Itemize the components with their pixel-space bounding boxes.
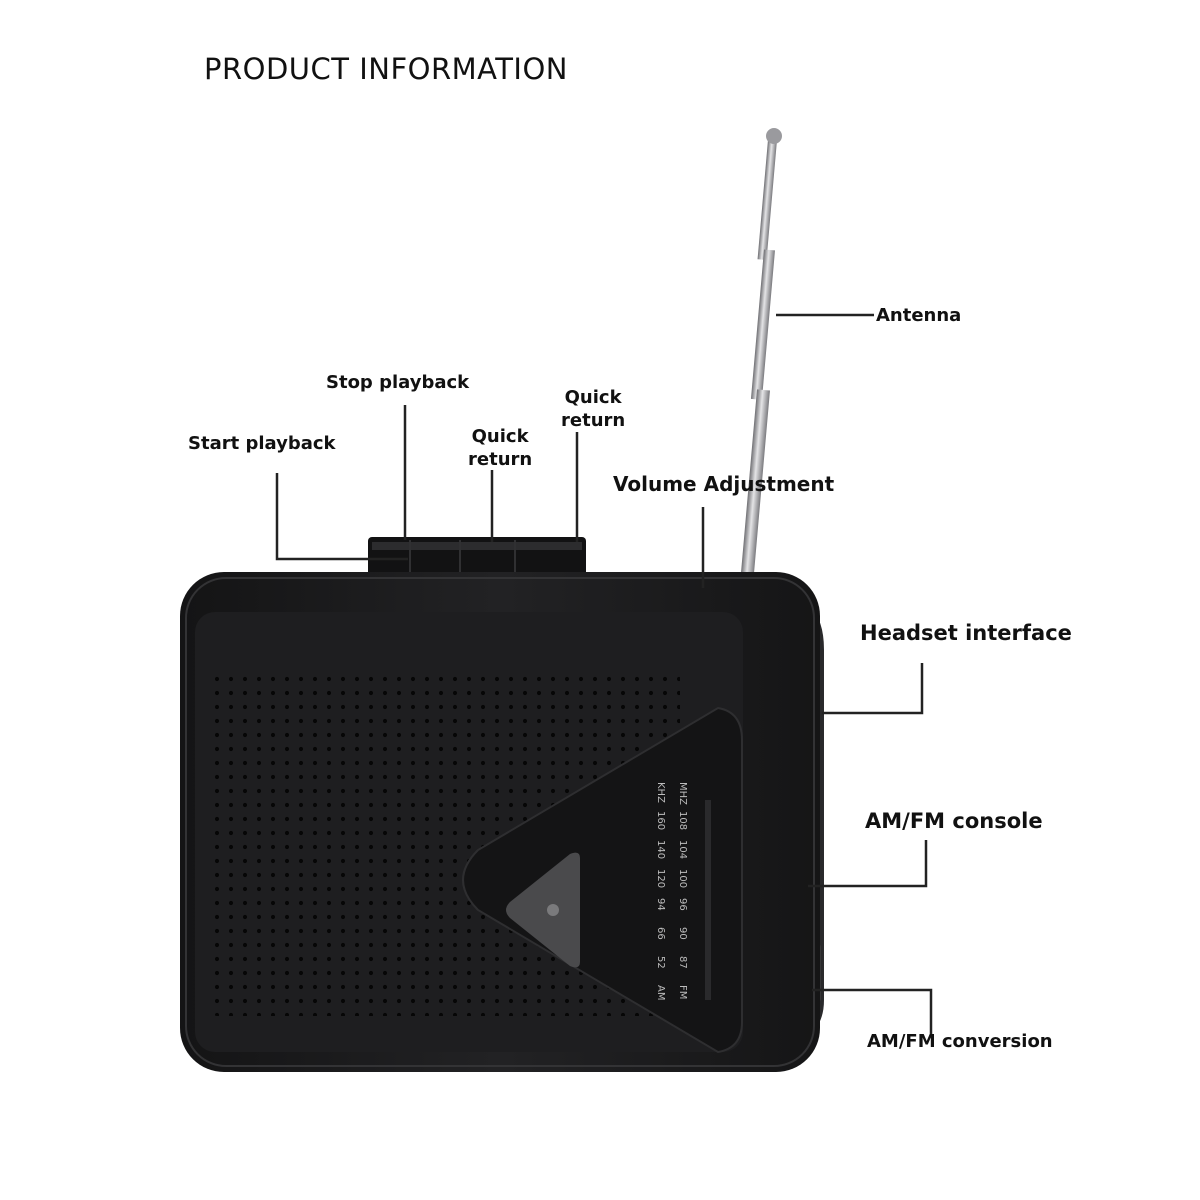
- dial-mark-fm-4: 96: [677, 898, 688, 911]
- eject-triangle: [506, 852, 580, 968]
- label-am-fm-console: AM/FM console: [865, 809, 1043, 833]
- label-quick-return-right: Quick return: [561, 387, 625, 432]
- logo-mark: [547, 904, 559, 916]
- dial-mark-am-6: 52: [655, 956, 666, 969]
- leader-headset: [822, 663, 924, 715]
- label-volume-adjustment: Volume Adjustment: [613, 472, 835, 496]
- antenna: [739, 128, 782, 595]
- leader-am-fm-console: [808, 840, 928, 888]
- dial-mark-fm-5: 90: [677, 927, 688, 940]
- label-quick-return-left-line1: Quick: [471, 426, 529, 447]
- dial-mark-fm-1: 108: [677, 811, 688, 830]
- dial-mark-am-2: 140: [655, 840, 666, 859]
- label-quick-return-left: Quick return: [468, 426, 532, 471]
- dial-mark-am-3: 120: [655, 869, 666, 888]
- label-start-playback: Start playback: [188, 433, 336, 454]
- dial-mark-am-4: 94: [655, 898, 666, 911]
- label-headset-interface: Headset interface: [860, 621, 1072, 645]
- dial-mark-fm-6: 87: [677, 956, 688, 969]
- dial-mark-fm-0: MHZ: [677, 782, 688, 805]
- leader-am-fm-conversion: [812, 988, 933, 1035]
- page-title: PRODUCT INFORMATION: [204, 52, 568, 86]
- label-antenna: Antenna: [876, 305, 962, 326]
- dial-mark-am-1: 160: [655, 811, 666, 830]
- label-am-fm-conversion: AM/FM conversion: [867, 1031, 1053, 1052]
- dial-mark-am-0: KHZ: [655, 782, 666, 803]
- label-stop-playback: Stop playback: [326, 372, 470, 393]
- leader-start-playback: [275, 473, 408, 561]
- dial-window: [705, 800, 711, 1000]
- label-quick-return-left-line2: return: [468, 448, 533, 470]
- dial-mark-fm-3: 100: [677, 869, 688, 888]
- dial-mark-fm-7: FM: [677, 985, 688, 999]
- tuning-dial-panel: [462, 706, 743, 1054]
- label-quick-return-right-line2: return: [561, 409, 626, 431]
- leader-lines: [275, 313, 933, 1035]
- dial-mark-am-7: AM: [655, 985, 666, 1000]
- dial-mark-am-5: 66: [655, 927, 666, 940]
- label-quick-return-right-line1: Quick: [564, 387, 622, 408]
- dial-mark-fm-2: 104: [677, 840, 688, 859]
